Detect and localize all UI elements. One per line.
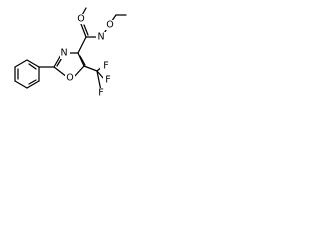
atom-n-ring: N: [60, 48, 67, 59]
atom-n-amide: N: [97, 32, 104, 43]
chemical-structure-svg: O N O N O F F F: [14, 7, 127, 99]
atom-o-carbonyl: O: [77, 14, 84, 25]
atom-f-2: F: [105, 75, 110, 86]
atom-f-3: F: [98, 88, 103, 99]
atom-f-1: F: [103, 61, 108, 72]
phenyl-ring: [14, 59, 40, 89]
atom-o-ring: O: [66, 73, 73, 84]
atom-o-methoxy: O: [106, 20, 113, 31]
molecule-diagram: O N O N O F F F: [0, 0, 132, 107]
